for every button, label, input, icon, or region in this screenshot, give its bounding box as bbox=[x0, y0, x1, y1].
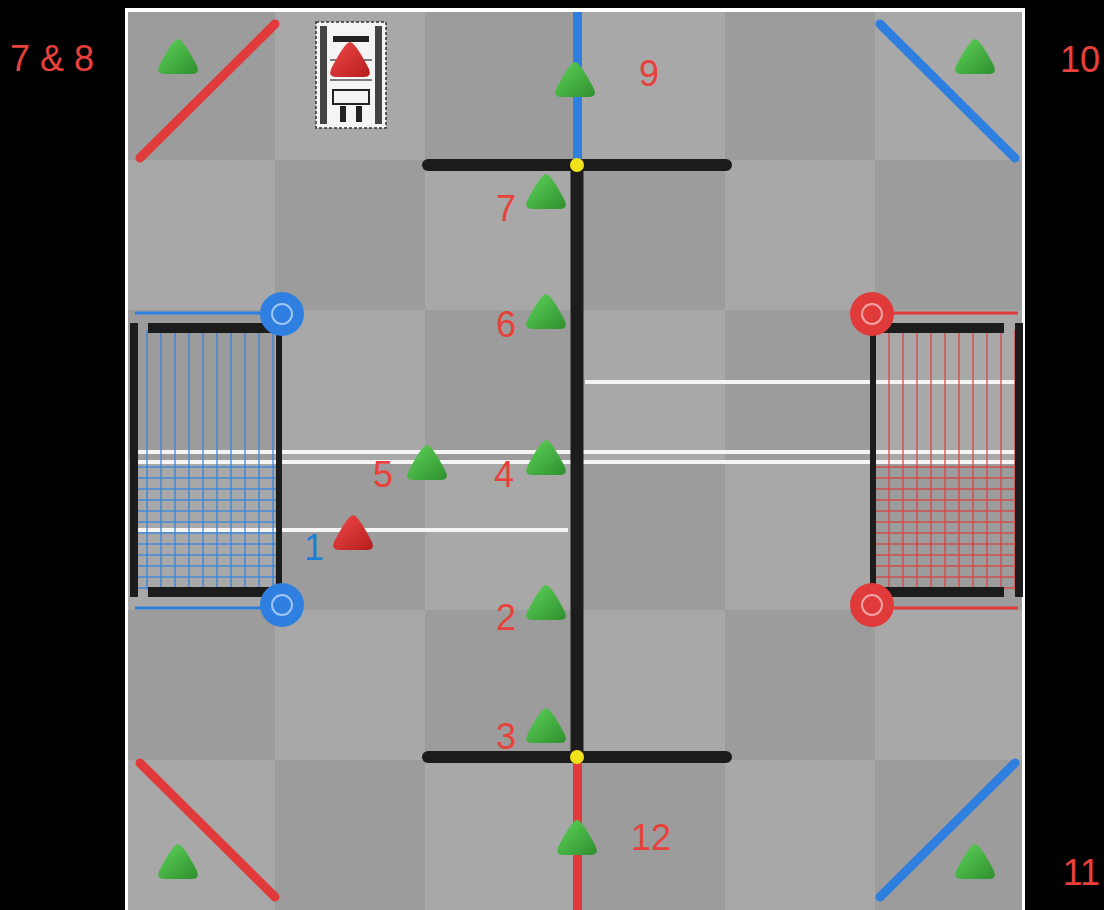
callout-number: 3 bbox=[496, 719, 516, 755]
callout-number: 11 bbox=[1063, 855, 1100, 891]
callout-number: 5 bbox=[373, 457, 393, 493]
callout-number: 9 bbox=[639, 56, 659, 92]
callout-number: 6 bbox=[496, 307, 516, 343]
callout-number: 4 bbox=[494, 457, 514, 493]
callout-number: 12 bbox=[631, 820, 671, 856]
callout-number: 10 bbox=[1060, 42, 1100, 78]
callout-number: 2 bbox=[496, 600, 516, 636]
callout-number: 7 & 8 bbox=[10, 41, 94, 77]
callout-number: 1 bbox=[304, 530, 324, 566]
callout-number: 7 bbox=[496, 191, 516, 227]
